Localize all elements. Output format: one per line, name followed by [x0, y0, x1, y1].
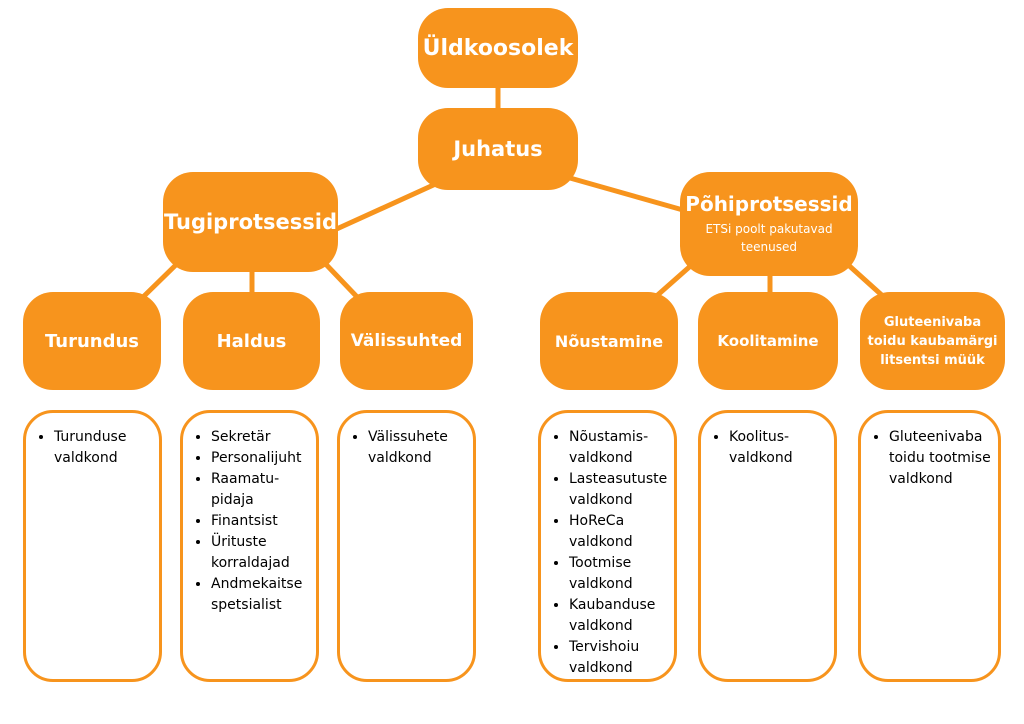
- node-gluteenivaba-label: Gluteenivaba toidu kaubamärgi litsentsi …: [867, 314, 998, 368]
- list-item: Ürituste korraldajad: [211, 532, 310, 574]
- core-node-pohiprotsessid: Põhiprotsessid ETSi poolt pakutavad teen…: [680, 172, 858, 276]
- card-koolitamine: Koolitus-valdkond: [698, 410, 837, 682]
- list-item: Sekretär: [211, 427, 310, 448]
- card-turundus-list: Turunduse valdkond: [36, 427, 153, 469]
- connector-core-gluteen: [842, 259, 888, 301]
- support-node-label: Tugiprotsessid: [163, 210, 338, 234]
- support-node-tugiprotsessid: Tugiprotsessid: [163, 172, 338, 272]
- list-item: HoReCa valdkond: [569, 511, 668, 553]
- list-item: Raamatu-pidaja: [211, 469, 310, 511]
- list-item: Turunduse valdkond: [54, 427, 153, 469]
- list-item: Tootmise valdkond: [569, 553, 668, 595]
- list-item: Lasteasutuste valdkond: [569, 469, 668, 511]
- node-valissuhted-label: Välissuhted: [350, 331, 463, 351]
- list-item: Tervishoiu valdkond: [569, 637, 668, 679]
- card-haldus: Sekretär Personalijuht Raamatu-pidaja Fi…: [180, 410, 319, 682]
- list-item: Kaubanduse valdkond: [569, 595, 668, 637]
- node-gluteenivaba: Gluteenivaba toidu kaubamärgi litsentsi …: [860, 292, 1005, 390]
- node-noustamine: Nõustamine: [540, 292, 678, 390]
- card-haldus-list: Sekretär Personalijuht Raamatu-pidaja Fi…: [193, 427, 310, 616]
- connector-board-support: [327, 179, 443, 235]
- card-gluteenivaba-list: Gluteenivaba toidu tootmise valdkond: [871, 427, 992, 490]
- board-node-juhatus: Juhatus: [418, 108, 578, 190]
- node-haldus-label: Haldus: [216, 330, 287, 352]
- root-node-label: Üldkoosolek: [422, 35, 574, 61]
- core-node-subtitle: ETSi poolt pakutavad teenused: [705, 222, 833, 254]
- node-turundus: Turundus: [23, 292, 161, 390]
- list-item: Gluteenivaba toidu tootmise valdkond: [889, 427, 992, 490]
- node-koolitamine-label: Koolitamine: [717, 332, 819, 350]
- card-noustamine: Nõustamis-valdkond Lasteasutuste valdkon…: [538, 410, 677, 682]
- core-node-label: Põhiprotsessid: [685, 192, 853, 216]
- list-item: Nõustamis-valdkond: [569, 427, 668, 469]
- root-node-uldkoosolek: Üldkoosolek: [418, 8, 578, 88]
- list-item: Koolitus-valdkond: [729, 427, 828, 469]
- node-koolitamine: Koolitamine: [698, 292, 838, 390]
- board-node-label: Juhatus: [453, 137, 543, 161]
- card-valissuhted: Välissuhete valdkond: [337, 410, 476, 682]
- node-turundus-label: Turundus: [44, 330, 140, 352]
- node-noustamine-label: Nõustamine: [554, 331, 664, 351]
- card-gluteenivaba: Gluteenivaba toidu tootmise valdkond: [858, 410, 1001, 682]
- list-item: Personalijuht: [211, 448, 310, 469]
- node-haldus: Haldus: [183, 292, 320, 390]
- card-valissuhted-list: Välissuhete valdkond: [350, 427, 467, 469]
- list-item: Finantsist: [211, 511, 310, 532]
- list-item: Välissuhete valdkond: [368, 427, 467, 469]
- connector-board-core: [567, 175, 693, 215]
- card-koolitamine-list: Koolitus-valdkond: [711, 427, 828, 469]
- list-item: Andmekaitse spetsialist: [211, 574, 310, 616]
- card-turundus: Turunduse valdkond: [23, 410, 162, 682]
- card-noustamine-list: Nõustamis-valdkond Lasteasutuste valdkon…: [551, 427, 668, 679]
- node-valissuhted: Välissuhted: [340, 292, 473, 390]
